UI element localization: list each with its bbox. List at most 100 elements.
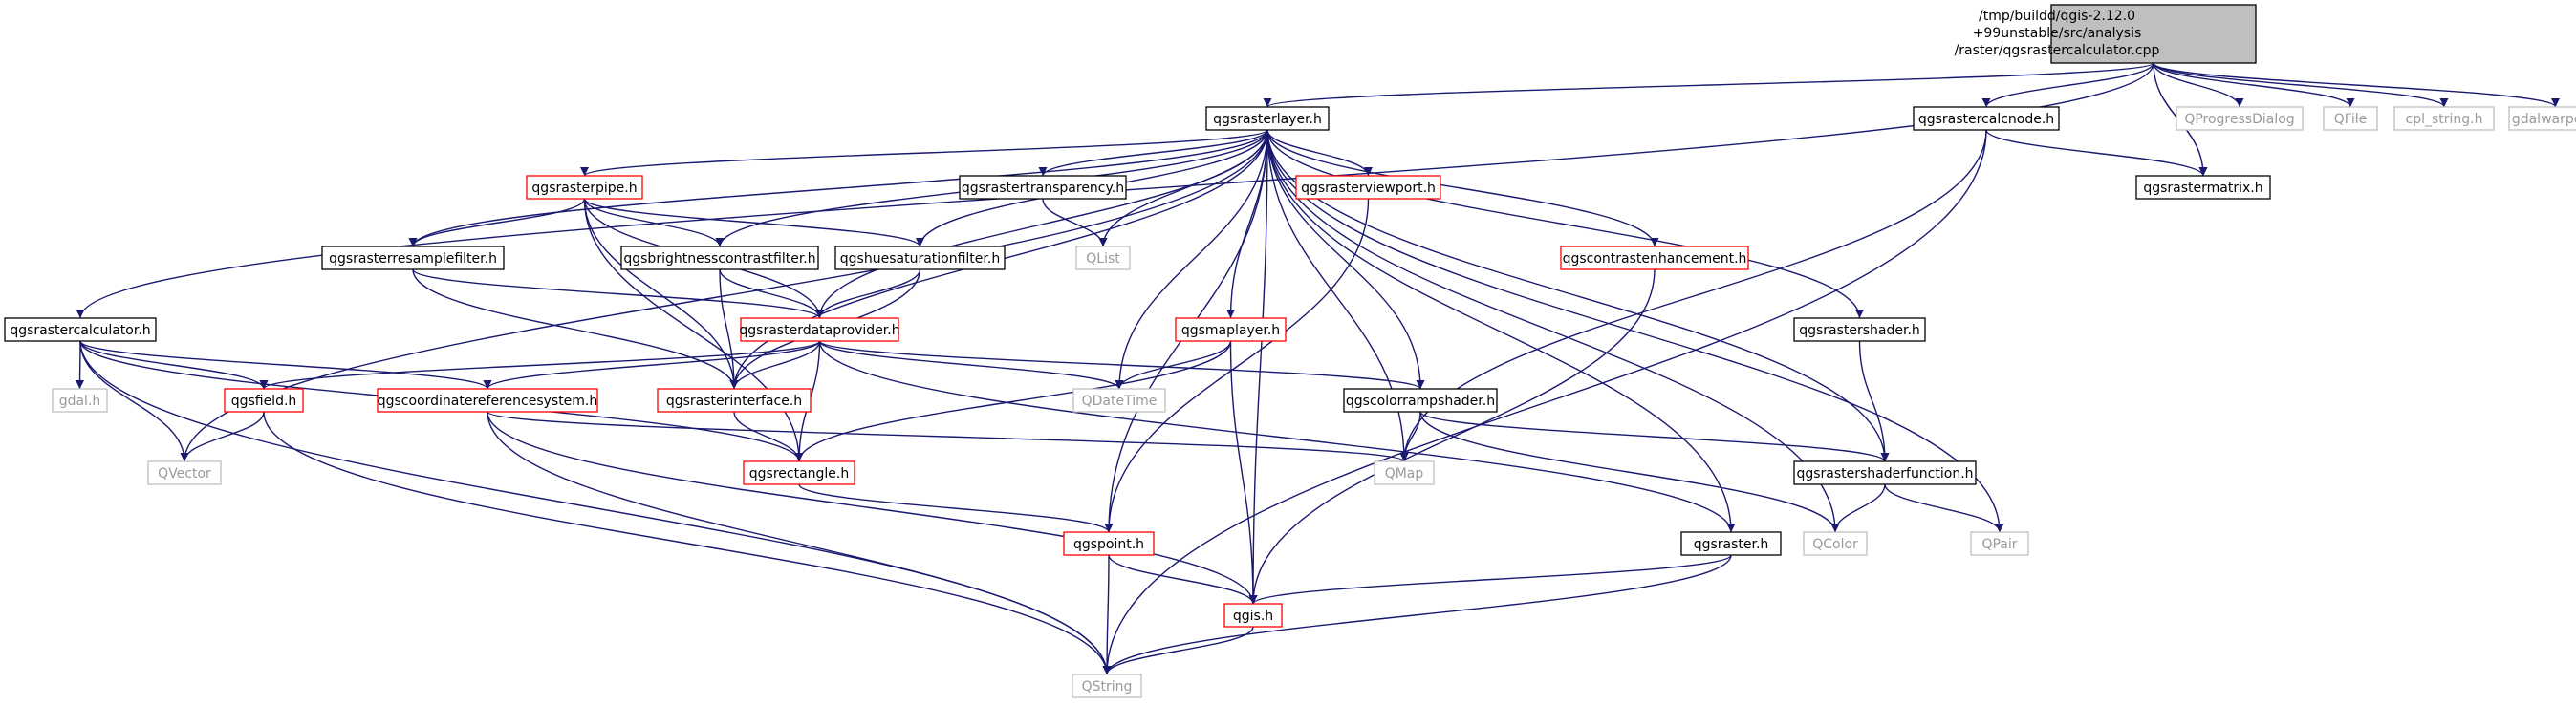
node-label-qpair: QPair <box>1981 537 2017 552</box>
node-label-qprogress: QProgressDialog <box>2184 112 2294 127</box>
node-dataprovider[interactable]: qgsrasterdataprovider.h <box>739 317 900 342</box>
edge-calculator-to-crs <box>79 340 492 390</box>
nodes-layer: /tmp/buildd/qgis-2.12.0+99unstable/src/a… <box>4 4 2576 698</box>
edge-rasterpipe-to-rectangle <box>583 198 804 462</box>
node-interface[interactable]: qgsrasterinterface.h <box>657 388 812 413</box>
edge-shader-to-shaderfunc <box>1858 340 1890 462</box>
edge-rasterlayer-to-raster <box>1266 129 1736 533</box>
node-qdatetime[interactable]: QDateTime <box>1072 388 1166 413</box>
node-rectangle[interactable]: qgsrectangle.h <box>743 460 855 485</box>
edge-rectangle-to-point <box>798 483 1114 533</box>
edge-dataprovider-to-interface <box>729 340 821 390</box>
node-transparency[interactable]: qgsrastertransparency.h <box>959 175 1127 200</box>
edge-maplayer-to-rectangle <box>794 340 1232 462</box>
node-box-qstring <box>1072 674 1142 698</box>
node-qmap[interactable]: QMap <box>1374 460 1435 485</box>
node-label-qlist: QList <box>1086 251 1120 267</box>
node-rastermatrix[interactable]: qgsrastermatrix.h <box>2135 175 2271 200</box>
node-qlist[interactable]: QList <box>1075 246 1131 270</box>
node-contrast[interactable]: qgscontrastenhancement.h <box>1560 246 1749 270</box>
node-root[interactable]: /tmp/buildd/qgis-2.12.0+99unstable/src/a… <box>1955 4 2257 64</box>
node-label-root-0: /tmp/buildd/qgis-2.12.0 <box>1979 9 2135 24</box>
node-label-resample: qgsrasterresamplefilter.h <box>329 251 497 267</box>
edge-qgis-to-qstring <box>1102 626 1254 675</box>
node-crs[interactable]: qgscoordinatereferencesystem.h <box>377 388 598 413</box>
node-label-contrast: qgscontrastenhancement.h <box>1563 251 1747 267</box>
node-box-colorramp <box>1343 388 1498 413</box>
edge-root-to-qfile <box>2153 62 2355 108</box>
node-box-calcnode <box>1913 106 2060 131</box>
node-colorramp[interactable]: qgscolorrampshader.h <box>1343 388 1498 413</box>
node-box-dataprovider <box>740 317 899 342</box>
node-box-resample <box>321 246 505 270</box>
edge-calcnode-to-qstring <box>1102 129 1987 675</box>
edge-dataprovider-to-qdatetime <box>818 340 1124 390</box>
node-box-rectangle <box>743 460 855 485</box>
edge-root-to-cplstring <box>2153 62 2449 108</box>
node-qpair[interactable]: QPair <box>1970 531 2029 556</box>
edge-root-to-gdalwarper <box>2153 62 2560 108</box>
node-gdal[interactable]: gdal.h <box>52 388 108 413</box>
edge-resample-to-interface <box>412 268 739 390</box>
node-label-rectangle: qgsrectangle.h <box>749 466 849 481</box>
edge-rasterlayer-to-qlist <box>1098 129 1268 247</box>
edge-crs-to-qstring <box>487 411 1112 675</box>
edge-point-to-qstring <box>1102 554 1112 675</box>
node-cplstring[interactable]: cpl_string.h <box>2393 106 2495 131</box>
edge-rasterlayer-to-transparency <box>1038 129 1268 177</box>
edge-dataprovider-to-crs <box>483 340 821 390</box>
edge-dataprovider-to-colorramp <box>818 340 1425 390</box>
node-rasterpipe[interactable]: qgsrasterpipe.h <box>526 175 643 200</box>
node-label-rasterpipe: qgsrasterpipe.h <box>531 181 637 196</box>
node-label-rastermatrix: qgsrastermatrix.h <box>2143 181 2262 196</box>
node-box-field <box>224 388 304 413</box>
node-qcolor[interactable]: QColor <box>1803 531 1868 556</box>
node-maplayer[interactable]: qgsmaplayer.h <box>1175 317 1287 342</box>
node-shaderfunc[interactable]: qgsrastershaderfunction.h <box>1793 460 1977 485</box>
node-label-viewport: qgsrasterviewport.h <box>1301 181 1436 196</box>
node-rasterlayer[interactable]: qgsrasterlayer.h <box>1205 106 1330 131</box>
node-brightness[interactable]: qgsbrightnesscontrastfilter.h <box>620 246 819 270</box>
edge-rasterlayer-to-qgis <box>1248 129 1268 605</box>
node-box-point <box>1063 531 1155 556</box>
node-point[interactable]: qgspoint.h <box>1063 531 1155 556</box>
node-shader[interactable]: qgsrastershader.h <box>1793 317 1926 342</box>
node-viewport[interactable]: qgsrasterviewport.h <box>1295 175 1441 200</box>
node-label-shaderfunc: qgsrastershaderfunction.h <box>1796 466 1973 481</box>
node-label-qdatetime: QDateTime <box>1082 394 1158 409</box>
node-gdalwarper[interactable]: gdalwarper.h <box>2508 106 2576 131</box>
node-qstring[interactable]: QString <box>1072 674 1142 698</box>
node-label-calcnode: qgsrastercalcnode.h <box>1918 112 2054 127</box>
edge-rasterpipe-to-brightness <box>583 198 725 247</box>
edge-brightness-to-interface <box>719 268 739 390</box>
node-resample[interactable]: qgsrasterresamplefilter.h <box>321 246 505 270</box>
edge-transparency-to-qlist <box>1042 198 1108 247</box>
node-box-rastermatrix <box>2135 175 2271 200</box>
node-box-gdal <box>52 388 108 413</box>
node-qfile[interactable]: QFile <box>2323 106 2378 131</box>
node-label-raster: qgsraster.h <box>1694 537 1769 552</box>
node-box-cplstring <box>2393 106 2495 131</box>
edge-shaderfunc-to-qpair <box>1884 483 2004 533</box>
node-label-crs: qgscoordinatereferencesystem.h <box>378 394 598 409</box>
node-qprogress[interactable]: QProgressDialog <box>2176 106 2304 131</box>
edges-layer <box>76 62 2560 675</box>
edge-shaderfunc-to-qcolor <box>1830 483 1886 533</box>
node-qvector[interactable]: QVector <box>147 460 222 485</box>
node-qgis[interactable]: qgis.h <box>1223 603 1283 628</box>
node-box-qvector <box>147 460 222 485</box>
node-calcnode[interactable]: qgsrastercalcnode.h <box>1913 106 2060 131</box>
node-raster[interactable]: qgsraster.h <box>1680 531 1782 556</box>
node-field[interactable]: qgsfield.h <box>224 388 304 413</box>
edge-rasterlayer-to-viewport <box>1266 129 1373 177</box>
node-huesat[interactable]: qgshuesaturationfilter.h <box>834 246 1006 270</box>
node-box-huesat <box>834 246 1006 270</box>
edge-calculator-to-gdal <box>76 340 85 390</box>
node-box-root <box>2050 4 2257 64</box>
node-box-viewport <box>1295 175 1441 200</box>
edge-field-to-qvector <box>180 411 265 462</box>
node-box-qlist <box>1075 246 1131 270</box>
node-calculator[interactable]: qgsrastercalculator.h <box>4 317 157 342</box>
edge-rasterlayer-to-dataprovider <box>815 129 1268 319</box>
edge-crs-to-qmap <box>487 411 1409 462</box>
